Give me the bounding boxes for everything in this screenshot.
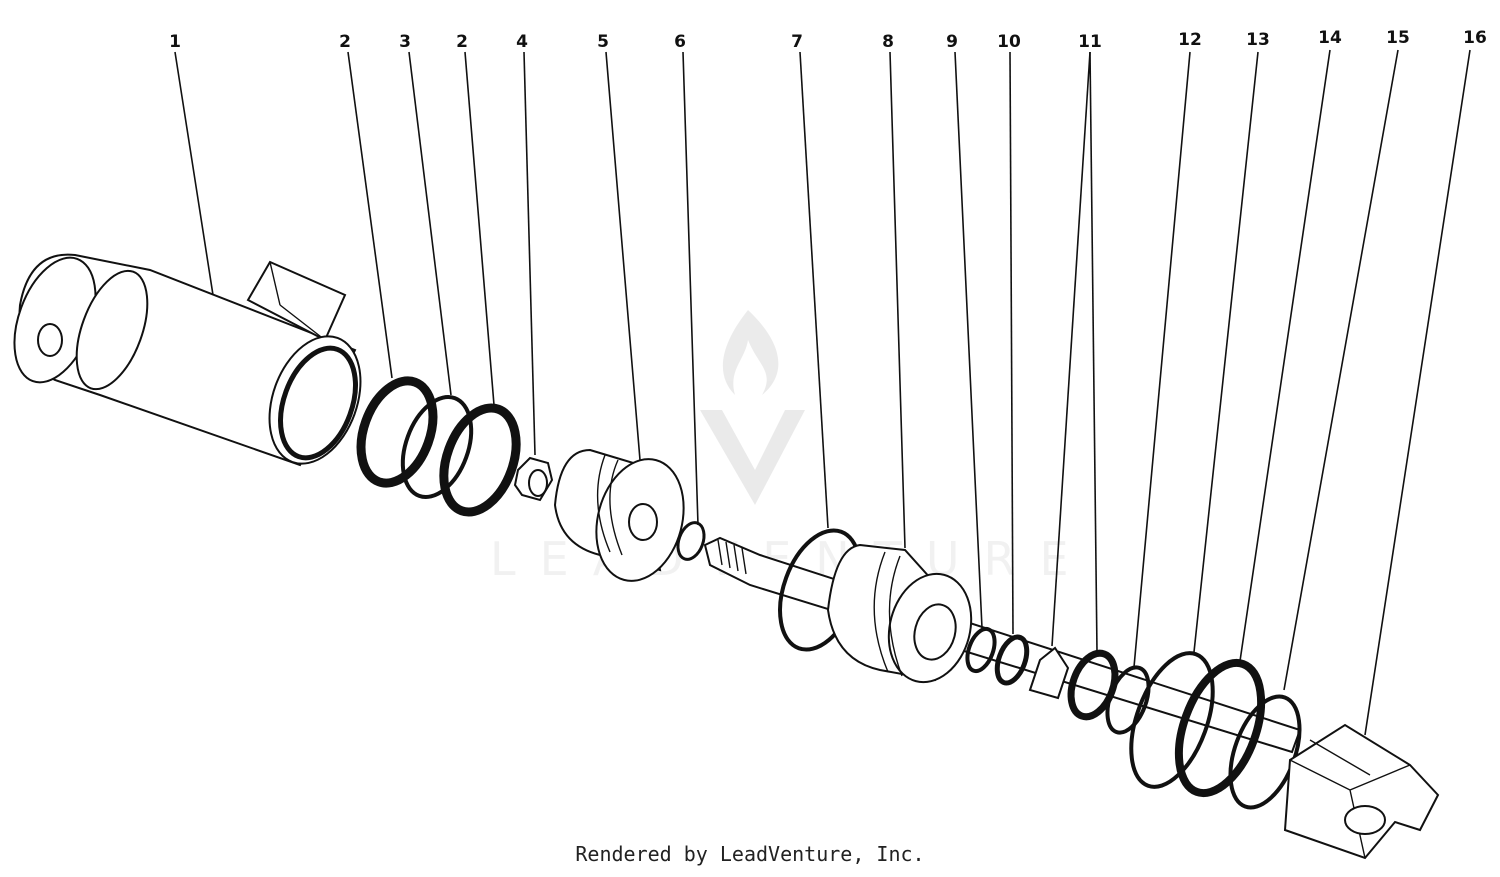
callout-16: 16 — [1463, 28, 1487, 48]
part-2-seal-ring-second — [439, 403, 521, 517]
footer-credit: Rendered by LeadVenture, Inc. — [575, 842, 925, 866]
part-5-piston — [553, 448, 685, 582]
leader-lines — [174, 49, 1471, 736]
part-10-backup-ring — [994, 634, 1030, 686]
callout-numbers: 1 2 3 2 4 5 6 7 8 9 10 11 12 13 14 15 16 — [169, 28, 1487, 52]
watermark-flame-icon — [722, 310, 779, 395]
part-11-wiper — [1028, 646, 1070, 700]
part-13-retaining-ring — [1129, 651, 1215, 789]
part-9-o-ring — [965, 626, 997, 674]
callout-14: 14 — [1318, 28, 1342, 48]
part-12-ring — [1105, 665, 1151, 735]
callout-2: 2 — [339, 32, 351, 52]
part-16-clevis — [1283, 723, 1440, 860]
part-3-backup-ring — [400, 394, 474, 500]
callout-4: 4 — [516, 32, 528, 52]
part-4-nut — [513, 456, 554, 502]
callout-10: 10 — [997, 32, 1021, 52]
callout-3: 3 — [399, 32, 411, 52]
callout-9: 9 — [946, 32, 958, 52]
callout-13: 13 — [1246, 30, 1270, 50]
callout-5: 5 — [597, 32, 609, 52]
callout-15: 15 — [1386, 28, 1410, 48]
callout-1: 1 — [169, 32, 181, 52]
callout-7: 7 — [791, 32, 803, 52]
callout-12: 12 — [1178, 30, 1202, 50]
part-14-split-collar — [1174, 658, 1266, 798]
callout-8: 8 — [882, 32, 894, 52]
callout-11: 11 — [1078, 32, 1102, 52]
callout-2-second: 2 — [456, 32, 468, 52]
part-1-cylinder-barrel — [13, 253, 362, 467]
callout-6: 6 — [674, 32, 686, 52]
part-8-gland — [826, 543, 973, 684]
part-2-seal-ring — [356, 376, 438, 488]
watermark — [700, 310, 805, 505]
watermark-v-icon — [700, 410, 805, 505]
